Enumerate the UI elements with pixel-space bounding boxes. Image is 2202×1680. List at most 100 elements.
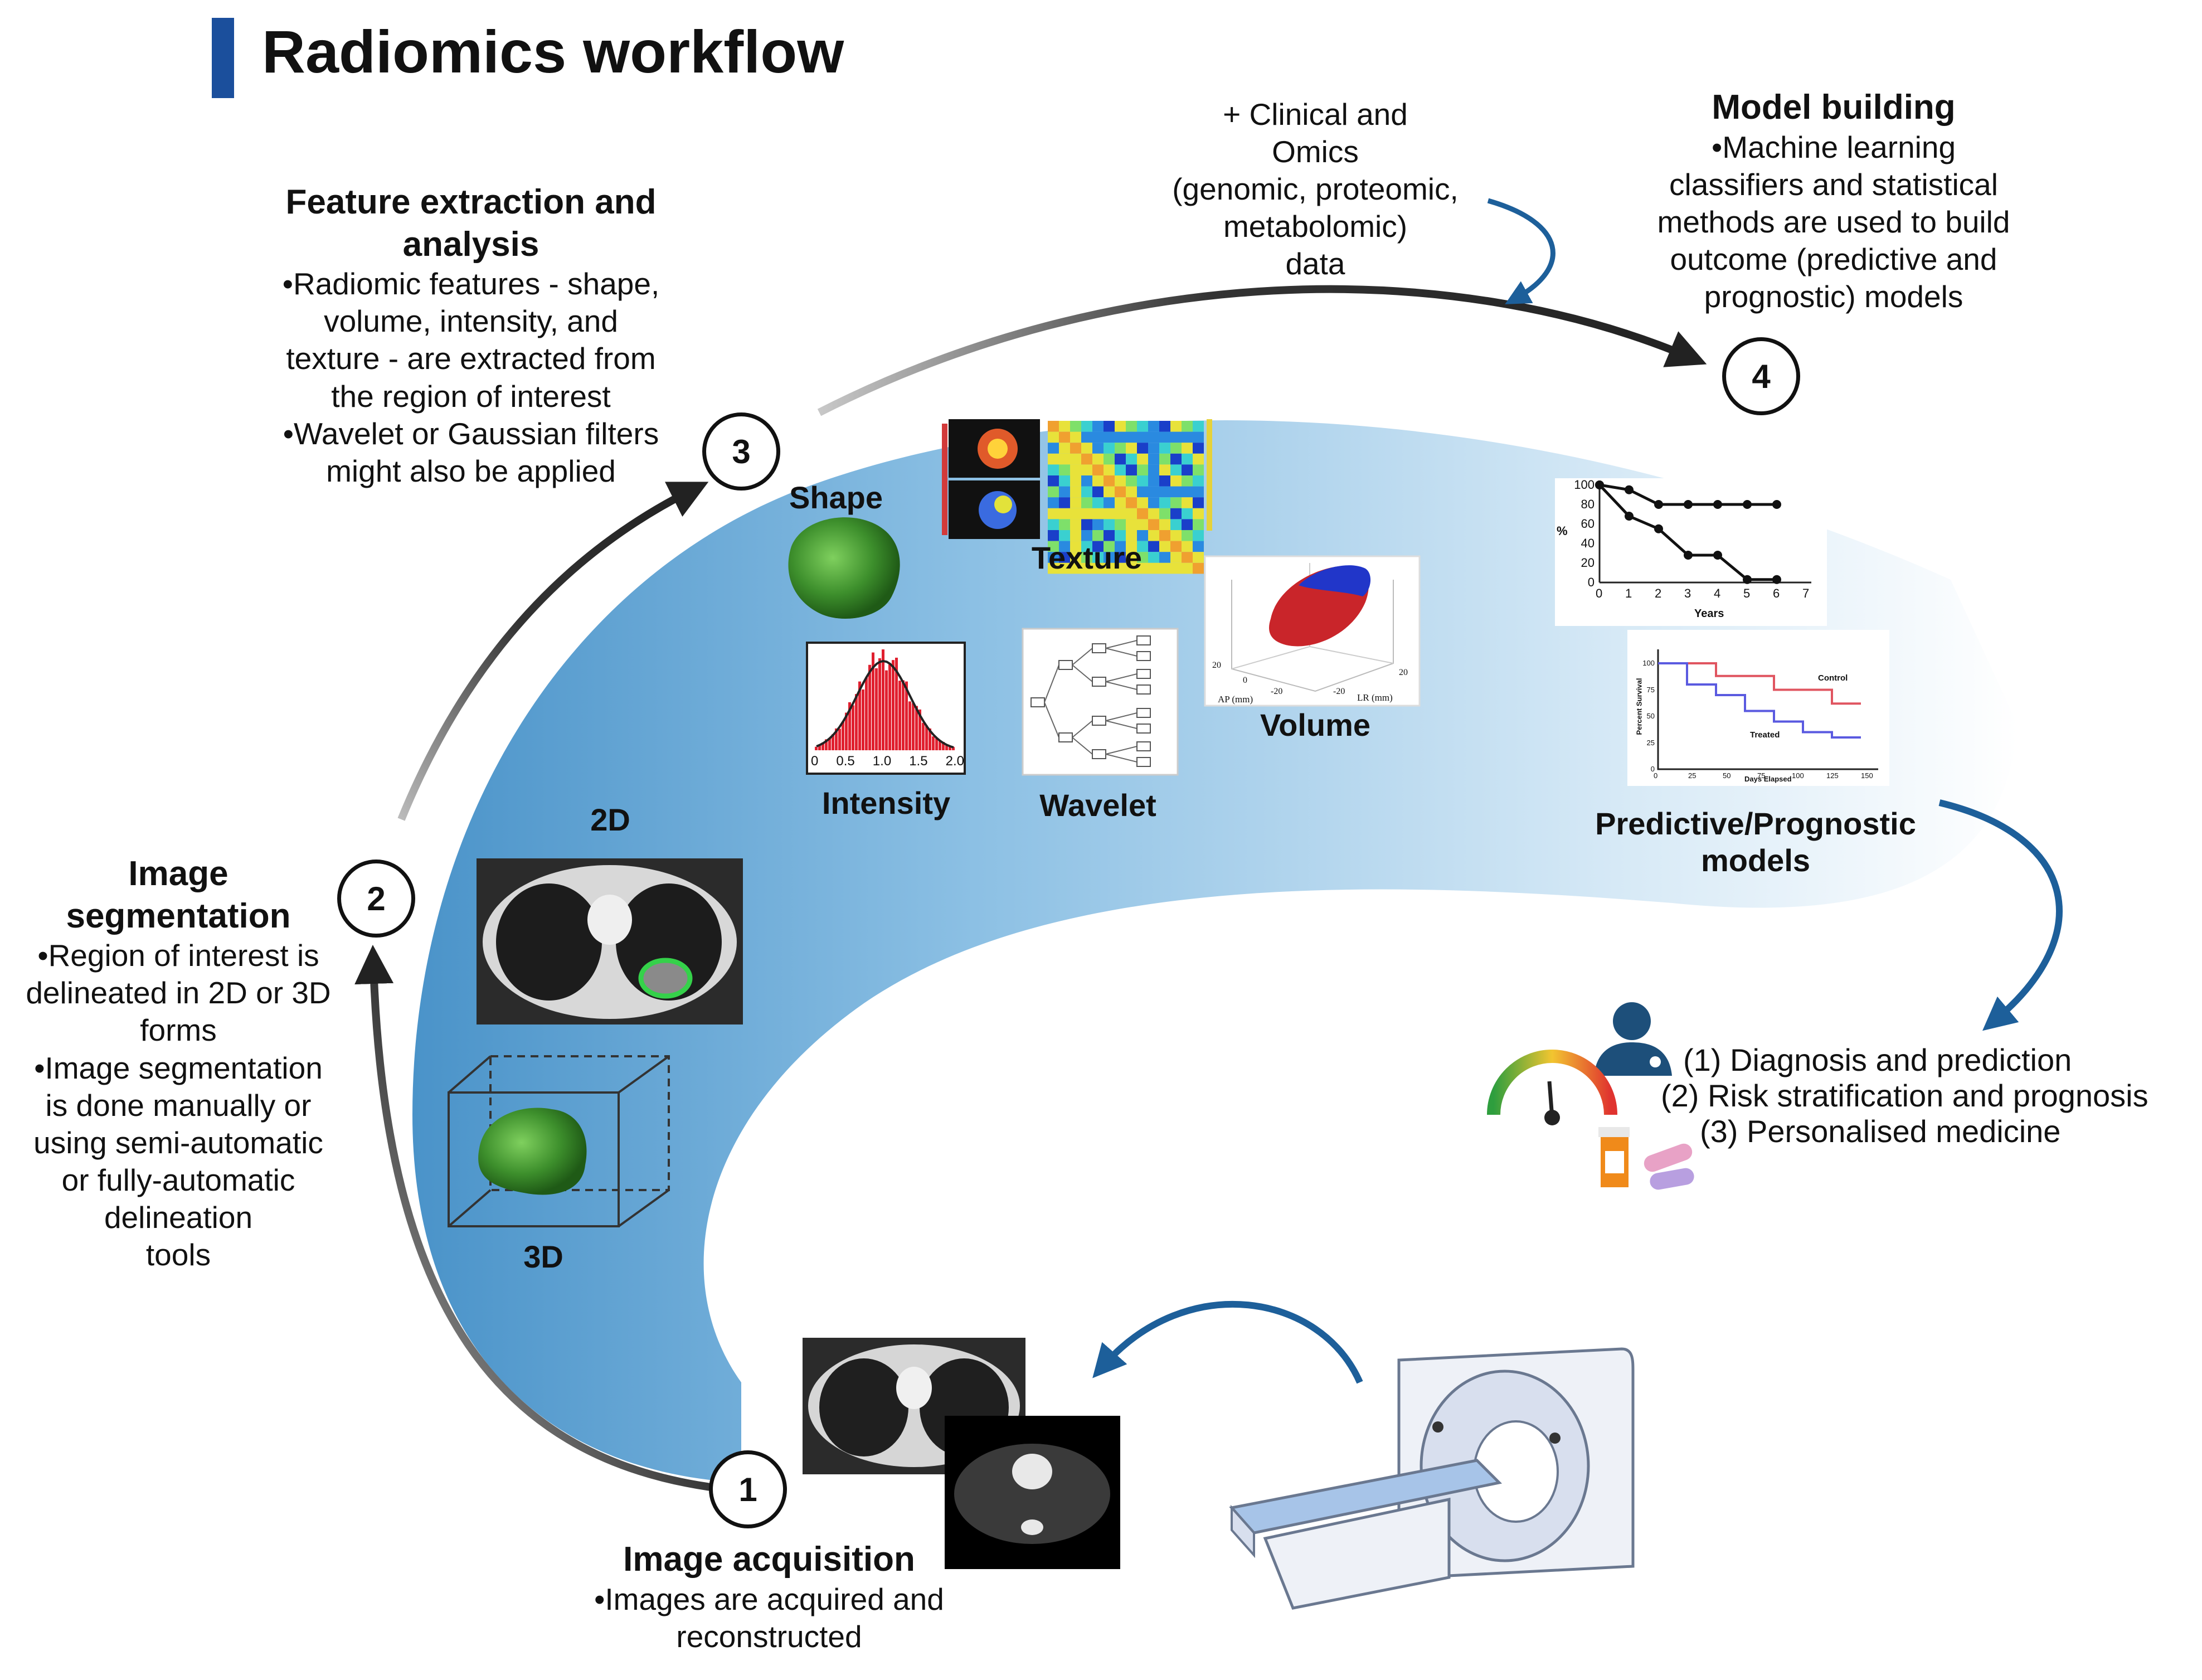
texture-cell [1104, 508, 1115, 519]
survival-x-label: Years [1694, 608, 1724, 620]
histogram-bar [858, 681, 861, 750]
volume-tick: 0 [1243, 676, 1247, 685]
texture-cell [1159, 519, 1170, 530]
title-accent-bar [212, 18, 234, 98]
step-2-bullet-3: forms [140, 1013, 217, 1048]
texture-cell [1104, 464, 1115, 475]
texture-cell [1159, 443, 1170, 454]
texture-cell [1170, 421, 1182, 432]
texture-cell [1092, 464, 1104, 475]
texture-cell [1070, 519, 1081, 530]
step-2-bullet-1: •Region of interest is [37, 938, 319, 973]
survival-x-tick: 1 [1625, 586, 1632, 600]
texture-cell [1048, 431, 1059, 443]
histogram-bar [908, 701, 911, 750]
texture-cell [1170, 431, 1182, 443]
histogram-bar [932, 736, 935, 750]
histogram-bar [818, 745, 821, 750]
texture-cell [1148, 486, 1159, 498]
km-x-label: Days Elapsed [1744, 775, 1792, 783]
volume-ap-label: AP (mm) [1218, 694, 1253, 705]
texture-cell [1159, 421, 1170, 432]
texture-cell [1137, 552, 1148, 563]
texture-cell [1092, 486, 1104, 498]
texture-cell [1070, 497, 1081, 508]
texture-cell [1104, 497, 1115, 508]
texture-cell [1137, 497, 1148, 508]
texture-cell [1137, 530, 1148, 541]
texture-cell [1159, 453, 1170, 465]
km-x-tick: 100 [1792, 771, 1804, 780]
survival-y-tick: 80 [1581, 497, 1595, 511]
texture-cell [1126, 443, 1137, 454]
texture-cell [1126, 562, 1137, 574]
texture-cell [1126, 552, 1137, 563]
texture-cell [1126, 421, 1137, 432]
wavelet-node [1136, 669, 1151, 679]
texture-cell [1115, 508, 1126, 519]
hist-tick: 1.5 [909, 754, 928, 769]
texture-cell [1182, 475, 1193, 487]
texture-panel [942, 419, 1212, 574]
texture-cell [1081, 562, 1092, 574]
texture-cell [1070, 552, 1081, 563]
histogram-bar [918, 709, 921, 750]
survival-y-label: % [1557, 524, 1568, 538]
texture-cell [1148, 519, 1159, 530]
texture-cell [1182, 431, 1193, 443]
texture-cell [1148, 562, 1159, 574]
km-plot [1627, 630, 1889, 786]
survival-x-tick: 4 [1714, 586, 1721, 600]
omics-note-line-2: Omics [1272, 134, 1359, 169]
texture-cell [1104, 541, 1115, 552]
texture-cell [1081, 443, 1092, 454]
km-y-tick: 25 [1646, 738, 1655, 747]
texture-cell [1193, 431, 1204, 443]
texture-cell [1059, 497, 1070, 508]
texture-cell [1159, 486, 1170, 498]
texture-cell [1115, 464, 1126, 475]
texture-cell [1104, 486, 1115, 498]
arrow-models-to-outcomes [1938, 799, 2063, 1031]
texture-cell [1059, 519, 1070, 530]
texture-cell [1092, 530, 1104, 541]
survival-y-tick: 100 [1574, 478, 1595, 492]
texture-cell [1170, 453, 1182, 465]
step-2-heading-2: segmentation [66, 896, 291, 935]
texture-cell [1193, 508, 1204, 519]
texture-cell [1048, 453, 1059, 465]
histogram-bar [882, 649, 884, 750]
wavelet-node [1092, 749, 1106, 759]
texture-cell [1148, 541, 1159, 552]
outcome-1: (1) Diagnosis and prediction [1683, 1042, 2072, 1077]
histogram-bar [952, 747, 955, 750]
outcome-3: (3) Personalised medicine [1700, 1113, 2061, 1149]
omics-note-line-5: data [1285, 246, 1345, 281]
histogram-bar [875, 668, 878, 750]
texture-cell [1148, 443, 1159, 454]
wavelet-node [1136, 651, 1151, 661]
texture-cell [1104, 562, 1115, 574]
texture-cell [1070, 453, 1081, 465]
texture-cell [1070, 486, 1081, 498]
texture-cell [1193, 453, 1204, 465]
survival-x-tick: 3 [1684, 586, 1691, 600]
texture-cell [1115, 475, 1126, 487]
page-title: Radiomics workflow [262, 18, 844, 85]
step-4-text: Model building •Machine learning classif… [1605, 86, 2062, 315]
texture-cell [1092, 541, 1104, 552]
ct-slice-2d [477, 858, 743, 1024]
texture-cell [1081, 541, 1092, 552]
shape-tumor [788, 517, 900, 619]
texture-cell [1159, 464, 1170, 475]
step-3-heading-1: Feature extraction and [285, 183, 657, 221]
wavelet-node [1136, 724, 1151, 734]
wavelet-node [1136, 757, 1151, 767]
texture-cell [1115, 541, 1126, 552]
texture-cell [1059, 453, 1070, 465]
texture-cell [1070, 464, 1081, 475]
texture-cell [1070, 562, 1081, 574]
texture-matrix-icon [1048, 421, 1204, 574]
outcome-2: (2) Risk stratification and prognosis [1661, 1077, 2148, 1113]
